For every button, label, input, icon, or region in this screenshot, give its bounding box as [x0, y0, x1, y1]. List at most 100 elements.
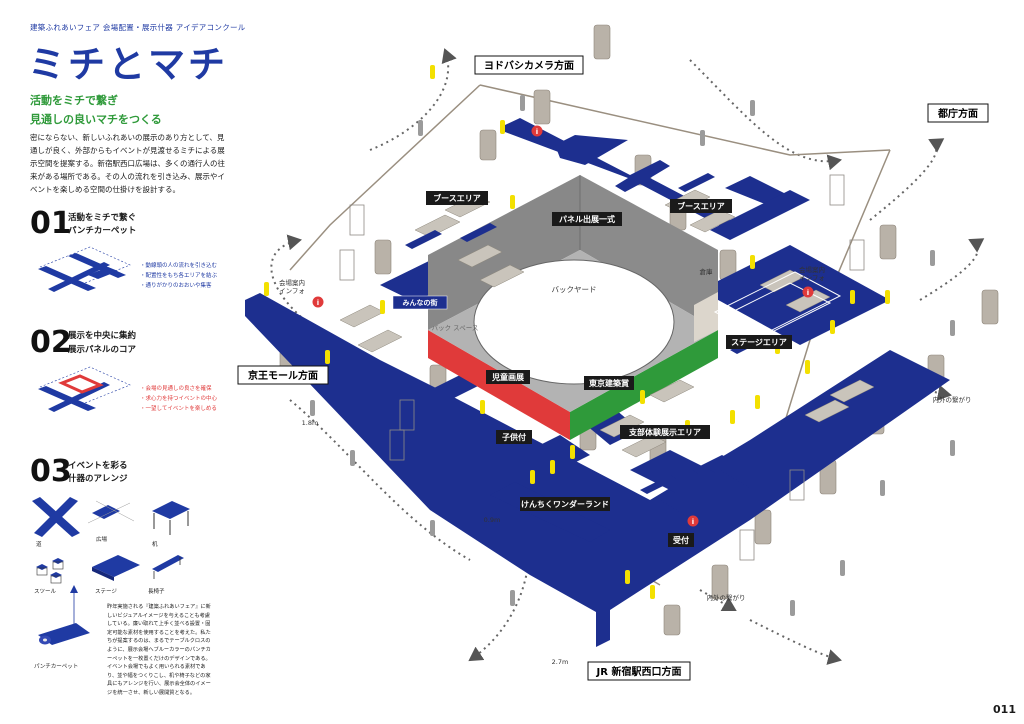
competition-subtitle: 建築ふれあいフェア 会場配置・展示什器 アイデアコンクール: [30, 23, 246, 32]
person: [570, 445, 575, 459]
bench-fixture: [152, 555, 184, 572]
label-info-left: 会場案内インフォ: [279, 278, 305, 295]
section-1-note-2: ・配置性をもち各エリアを結ぶ: [140, 273, 218, 279]
person: [264, 282, 269, 296]
blue-bench: [692, 455, 729, 474]
pillar: [754, 509, 772, 545]
page-number: 011: [993, 703, 1016, 716]
fixtures-arrangement-diagram: [32, 497, 190, 645]
flow-arrow-right-top: [869, 138, 945, 221]
carpet-network-diagram: [38, 246, 131, 292]
section-3-heading-line1: イベントを彩る: [68, 461, 128, 471]
blue-benches: [405, 173, 767, 494]
core-red-wall: [428, 330, 570, 440]
section-1-note-1: ・動線頭の人の流れを引き込む: [140, 263, 218, 269]
fixture-plaza-caption: 広場: [96, 537, 108, 543]
tables: [339, 189, 875, 458]
section-2-note-1: ・会場の見通しの良さを確保: [140, 386, 212, 392]
wall-panels: [339, 174, 865, 561]
backyard-hole: [473, 259, 675, 385]
area-labels: ブースエリア ブースエリア パネル出展一式 ステージエリア 児童画展 東京建築賞…: [392, 191, 792, 547]
misc-labels: バックヤード 倉庫 バック スペース 会場案内インフォ 会場案内インフォ 内外の…: [279, 265, 972, 666]
section-1-note-3: ・通りがかりのおおいや集客: [140, 283, 212, 289]
label-back-space: バック スペース: [432, 324, 479, 332]
info-icon: [531, 125, 543, 137]
pillar: [879, 224, 897, 260]
direction-labels: ヨドバシカメラ方面 都庁方面 京王モール方面 JR 新宿駅西口方面: [237, 55, 989, 681]
pillar: [533, 89, 551, 125]
carpet-reception-area: [660, 470, 750, 518]
pillar: [479, 129, 497, 161]
intro-text: 密にならない、新しいふれあいの展示のあり方として、見通しが良く、外部からもイベン…: [30, 133, 225, 194]
lead-line-1: 活動をミチで繋ぎ: [30, 94, 118, 107]
lead-line-2: 見通しの良いマチをつくる: [30, 113, 162, 126]
stage-outline: [713, 271, 842, 339]
person: [550, 460, 555, 474]
blue-bench: [430, 399, 462, 415]
blue-bench: [460, 223, 497, 242]
person: [310, 400, 315, 416]
fixture-stool-caption: スツール: [34, 589, 57, 595]
left-text-column: 建築ふれあいフェア 会場配置・展示什器 アイデアコンクール ミチとマチ 活動をミ…: [0, 0, 245, 724]
person: [700, 130, 705, 146]
person: [418, 120, 423, 136]
fixture-desk-caption: 机: [152, 542, 158, 548]
section-2-note-2: ・求心力を持つイベントの中心: [140, 396, 218, 402]
flow-arrow-left-lower: [289, 399, 471, 561]
person: [930, 250, 935, 266]
flow-arrow-bottom: [749, 619, 842, 665]
blue-bench: [640, 475, 677, 494]
person: [750, 100, 755, 116]
blue-bench: [678, 173, 715, 192]
panel-core-diagram: [38, 366, 131, 412]
section-1-number: 01: [30, 206, 72, 241]
section-1-heading-line1: 活動をミチで繋ぐ: [68, 213, 137, 223]
info-icon: [802, 286, 814, 298]
person: [730, 410, 735, 424]
person: [830, 320, 835, 334]
person: [430, 520, 435, 536]
page-title: ミチとマチ: [28, 43, 228, 86]
carpet-top-plaza: [555, 135, 628, 165]
person: [885, 290, 890, 304]
person: [480, 400, 485, 414]
yellow-people: [264, 65, 890, 599]
gray-people: [310, 95, 955, 616]
desk-fixture: [152, 501, 190, 519]
label-dim-1: 1.8m: [302, 419, 319, 427]
carpet-roll-fixture: [38, 623, 90, 645]
core-left-wall-back: [428, 175, 580, 330]
area-children-art: 児童画展: [491, 372, 524, 382]
person: [520, 95, 525, 111]
pillar: [593, 24, 611, 60]
person: [650, 585, 655, 599]
plaza-fixture: [92, 505, 120, 519]
table: [357, 329, 403, 353]
pillar: [374, 239, 392, 275]
flow-arrow-left-top: [270, 234, 326, 336]
section-2-note-3: ・一望してイベントを楽しめる: [140, 406, 217, 412]
flow-arrow-top: [689, 59, 842, 171]
stool-fixture: [36, 558, 64, 584]
person: [850, 290, 855, 304]
fixture-carpet-caption: パンチカーペット: [34, 664, 79, 670]
person: [805, 360, 810, 374]
person: [325, 350, 330, 364]
person: [640, 390, 645, 404]
area-wonderland: けんちくワンダーランド: [521, 499, 609, 509]
person: [625, 570, 630, 584]
pillar: [981, 289, 999, 325]
label-flow-bottom: 内外の繋がり: [707, 593, 746, 602]
flow-arrow-top-left: [369, 48, 457, 151]
area-tokyo-award: 東京建築賞: [589, 378, 629, 388]
pillar: [711, 564, 729, 600]
carpet-plaza-3: [530, 435, 590, 470]
table: [689, 209, 736, 233]
person: [510, 590, 515, 606]
area-stage: ステージエリア: [731, 338, 787, 347]
area-kodomo: 子供付: [502, 432, 526, 442]
direction-yodobashi: ヨドバシカメラ方面: [484, 59, 574, 72]
person: [840, 560, 845, 576]
table: [649, 379, 695, 403]
